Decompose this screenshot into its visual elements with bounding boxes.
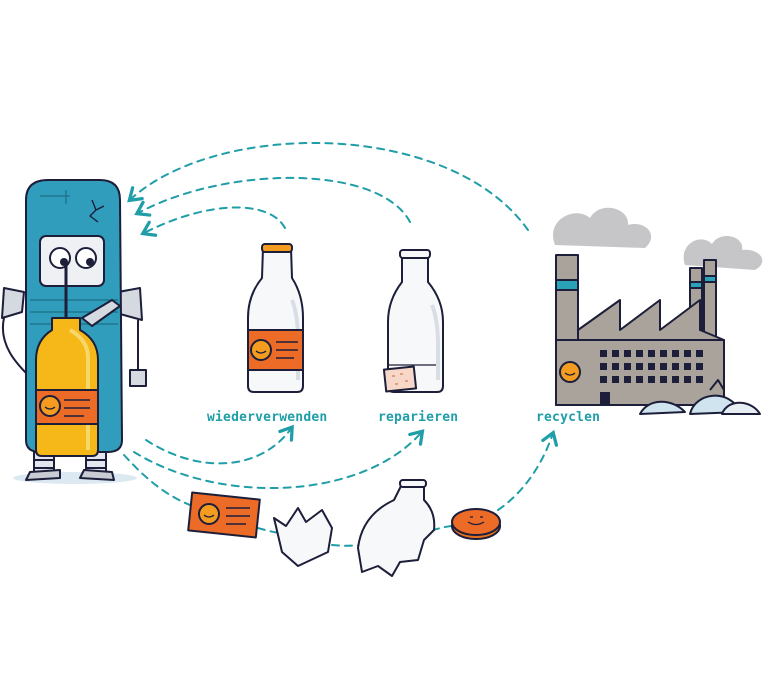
arrow-robot-to-label (123, 454, 191, 506)
label-reuse: wiederverwenden (207, 410, 328, 425)
bottle-cap-icon (451, 508, 501, 540)
arrow-robot-to-repair (133, 429, 425, 489)
arrow-cap-to-recycle (497, 429, 559, 511)
label-recycle: recyclen (536, 410, 601, 425)
arrow-recycle-to-robot (127, 141, 529, 231)
patched-bottle-icon (382, 249, 444, 393)
arrow-reuse-to-robot (140, 206, 286, 237)
label-repair: reparieren (378, 410, 459, 425)
bottle-label-icon (187, 491, 261, 539)
robot-phone-icon (1, 179, 147, 484)
arrow-robot-to-reuse (145, 424, 294, 465)
broken-bottle-icon (357, 479, 436, 577)
broken-glass-icon (273, 507, 333, 567)
glass-bottle-icon (247, 243, 304, 393)
recycling-factory-icon (553, 207, 763, 415)
flow-arrows (123, 141, 559, 547)
arrow-repair-to-robot (134, 177, 411, 223)
